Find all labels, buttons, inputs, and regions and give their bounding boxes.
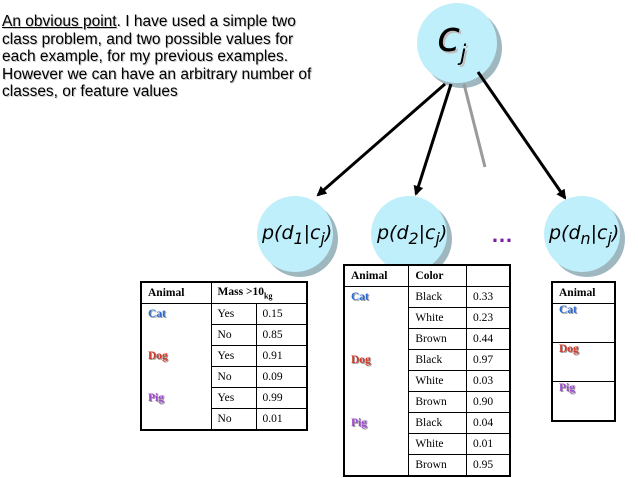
animal-cat: Cat — [551, 303, 616, 343]
mass-table: Animal Mass >10kg Cat Yes 0.15 No 0.85 D… — [140, 281, 308, 431]
table-row: Dog Black 0.97 — [343, 349, 511, 371]
node-2 — [371, 196, 447, 272]
node-n-label: p(dn|cj) — [549, 222, 620, 248]
cell-prob: 0.04 — [466, 412, 511, 434]
animal-empty — [140, 366, 212, 388]
cell-value: No — [210, 408, 257, 431]
cell-prob: 0.01 — [255, 408, 308, 431]
animal-empty — [343, 454, 410, 477]
cell-prob: 0.99 — [255, 387, 308, 409]
animal-empty — [343, 307, 410, 329]
cell-prob: 0.09 — [255, 366, 308, 388]
table-row: Pig Black 0.04 — [343, 412, 511, 434]
header-animal: Animal — [551, 281, 616, 304]
cell-prob: 0.91 — [255, 345, 308, 367]
table-header-row: Animal — [551, 281, 616, 304]
table-row: White 0.01 — [343, 433, 511, 455]
table-row: No 0.01 — [140, 408, 308, 431]
edge-1 — [316, 82, 446, 197]
table-row: Dog — [551, 342, 616, 382]
table-row: Pig — [551, 381, 616, 422]
cell-value: Black — [408, 286, 467, 308]
animal-dog: Dog — [343, 349, 410, 371]
animal-empty — [140, 324, 212, 346]
color-table: Animal Color Cat Black 0.33 White 0.23 B… — [343, 264, 511, 477]
cell-value: Black — [408, 349, 467, 371]
animal-empty — [343, 370, 410, 392]
animal-cat: Cat — [140, 303, 212, 325]
table-header-row: Animal Mass >10kg — [140, 281, 308, 304]
cell-value: No — [210, 366, 257, 388]
table-row: Dog Yes 0.91 — [140, 345, 308, 367]
node-1-label: p(d1|cj) — [262, 222, 333, 248]
cell-value: Black — [408, 412, 467, 434]
cell-value: Yes — [210, 303, 257, 325]
table-row: No 0.09 — [140, 366, 308, 388]
edge-2 — [413, 83, 453, 196]
table-row: Cat Black 0.33 — [343, 286, 511, 308]
cell-value: Brown — [408, 328, 467, 350]
cell-prob: 0.03 — [466, 370, 511, 392]
node-2-label: p(d2|cj) — [377, 222, 448, 248]
animal-empty — [343, 328, 410, 350]
table-row: Cat Yes 0.15 — [140, 303, 308, 325]
cell-value: White — [408, 370, 467, 392]
table-row: Brown 0.44 — [343, 328, 511, 350]
header-mass: Mass >10kg — [210, 281, 308, 304]
edge-gray — [462, 83, 487, 168]
cell-value: Yes — [210, 387, 257, 409]
cell-prob: 0.90 — [466, 391, 511, 413]
animal-empty — [140, 408, 212, 431]
table-row: No 0.85 — [140, 324, 308, 346]
cell-prob: 0.15 — [255, 303, 308, 325]
animal-empty — [343, 433, 410, 455]
animal-cat: Cat — [343, 286, 410, 308]
cell-value: White — [408, 307, 467, 329]
animal-dog: Dog — [551, 342, 616, 382]
root-node — [417, 3, 497, 83]
intro-underlined: An obvious point — [2, 13, 117, 30]
header-prob — [466, 264, 511, 287]
table-row: Brown 0.95 — [343, 454, 511, 477]
root-label: cj — [437, 12, 467, 67]
animal-empty — [343, 391, 410, 413]
edge-n — [476, 71, 567, 200]
cell-prob: 0.85 — [255, 324, 308, 346]
feature-n-table: Animal Cat Dog Pig — [551, 281, 616, 422]
cell-value: Brown — [408, 391, 467, 413]
animal-dog: Dog — [140, 345, 212, 367]
cell-value: White — [408, 433, 467, 455]
intro-rest: . I have used a simple two class problem… — [2, 13, 312, 100]
ellipsis: … — [491, 222, 516, 247]
node-n — [544, 196, 620, 272]
table-row: Cat — [551, 303, 616, 343]
cell-value: Brown — [408, 454, 467, 477]
cell-prob: 0.95 — [466, 454, 511, 477]
intro-text: An obvious point. I have used a simple t… — [2, 13, 312, 101]
cell-prob: 0.44 — [466, 328, 511, 350]
cell-prob: 0.97 — [466, 349, 511, 371]
table-row: White 0.03 — [343, 370, 511, 392]
node-1 — [257, 196, 333, 272]
header-animal: Animal — [343, 264, 410, 287]
cell-value: No — [210, 324, 257, 346]
table-row: Pig Yes 0.99 — [140, 387, 308, 409]
table-header-row: Animal Color — [343, 264, 511, 287]
header-animal: Animal — [140, 281, 212, 304]
cell-prob: 0.33 — [466, 286, 511, 308]
animal-pig: Pig — [551, 381, 616, 422]
header-color: Color — [408, 264, 467, 287]
table-row: Brown 0.90 — [343, 391, 511, 413]
animal-pig: Pig — [140, 387, 212, 409]
cell-prob: 0.23 — [466, 307, 511, 329]
table-row: White 0.23 — [343, 307, 511, 329]
cell-prob: 0.01 — [466, 433, 511, 455]
animal-pig: Pig — [343, 412, 410, 434]
cell-value: Yes — [210, 345, 257, 367]
